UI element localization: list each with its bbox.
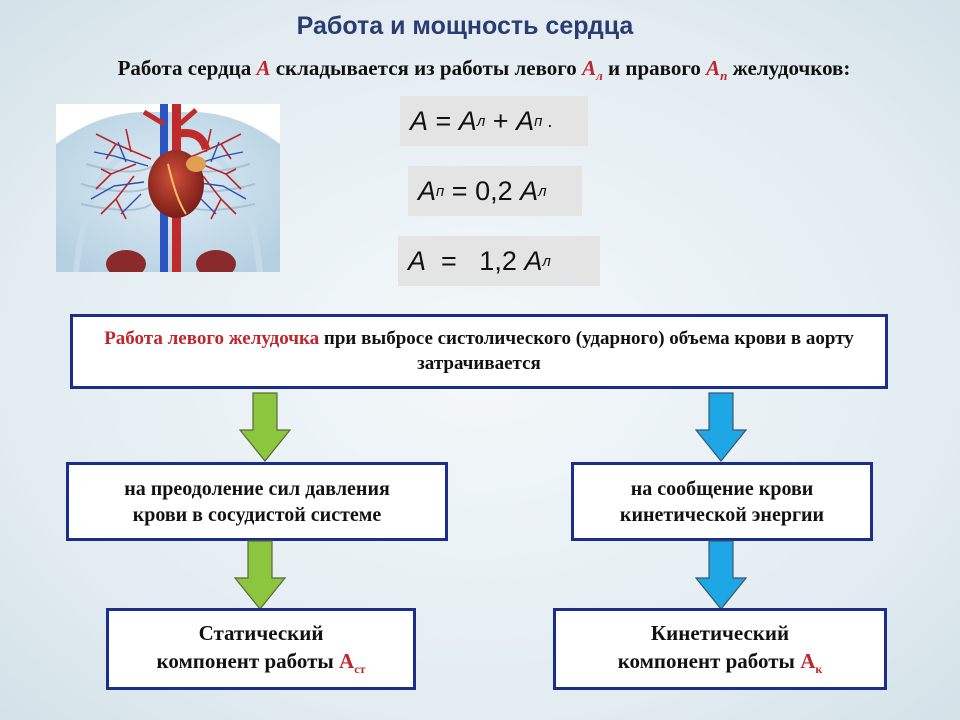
- subtitle-text-2: складывается из работы левого: [270, 56, 583, 80]
- static-box-line1: Статический: [198, 621, 324, 646]
- subtitle: Работа сердца А складывается из работы л…: [8, 56, 960, 84]
- kinetic-result-line1: Кинетический: [650, 621, 790, 646]
- left-ventricle-work-box: Работа левого желудочка при выбросе сист…: [70, 314, 888, 389]
- pressure-box-line1: на преодоление сил давления: [124, 477, 390, 500]
- down-arrow-green-icon: [239, 392, 291, 462]
- main-box-highlight: Работа левого желудочка: [104, 327, 320, 349]
- var-a: А: [256, 56, 271, 80]
- pressure-overcome-box: на преодоление сил давления крови в сосуд…: [66, 462, 448, 541]
- kinetic-box-line1: на сообщение крови: [630, 477, 814, 500]
- down-arrow-green-icon: [234, 540, 286, 610]
- var-al: Ал: [582, 56, 603, 84]
- down-arrow-blue-icon: [695, 540, 747, 610]
- subtitle-text-3: и правого: [602, 56, 707, 80]
- static-box-line2: компонент работы Аст: [156, 648, 366, 676]
- page-title: Работа и мощность сердца: [296, 12, 634, 40]
- kinetic-result-line2: компонент работы Ак: [617, 648, 823, 676]
- subtitle-text-1: Работа сердца: [117, 56, 257, 80]
- down-arrow-blue-icon: [695, 392, 747, 462]
- circulatory-system-illustration-icon: [56, 104, 280, 272]
- pressure-box-line2: крови в сосудистой системе: [132, 503, 382, 526]
- var-ap: Ап: [706, 56, 728, 84]
- kinetic-energy-box: на сообщение крови кинетической энергии: [571, 462, 873, 541]
- kinetic-box-line2: кинетической энергии: [619, 503, 825, 526]
- main-box-text: при выбросе систолического (ударного) об…: [319, 327, 854, 374]
- subtitle-text-4: желудочков:: [727, 56, 851, 80]
